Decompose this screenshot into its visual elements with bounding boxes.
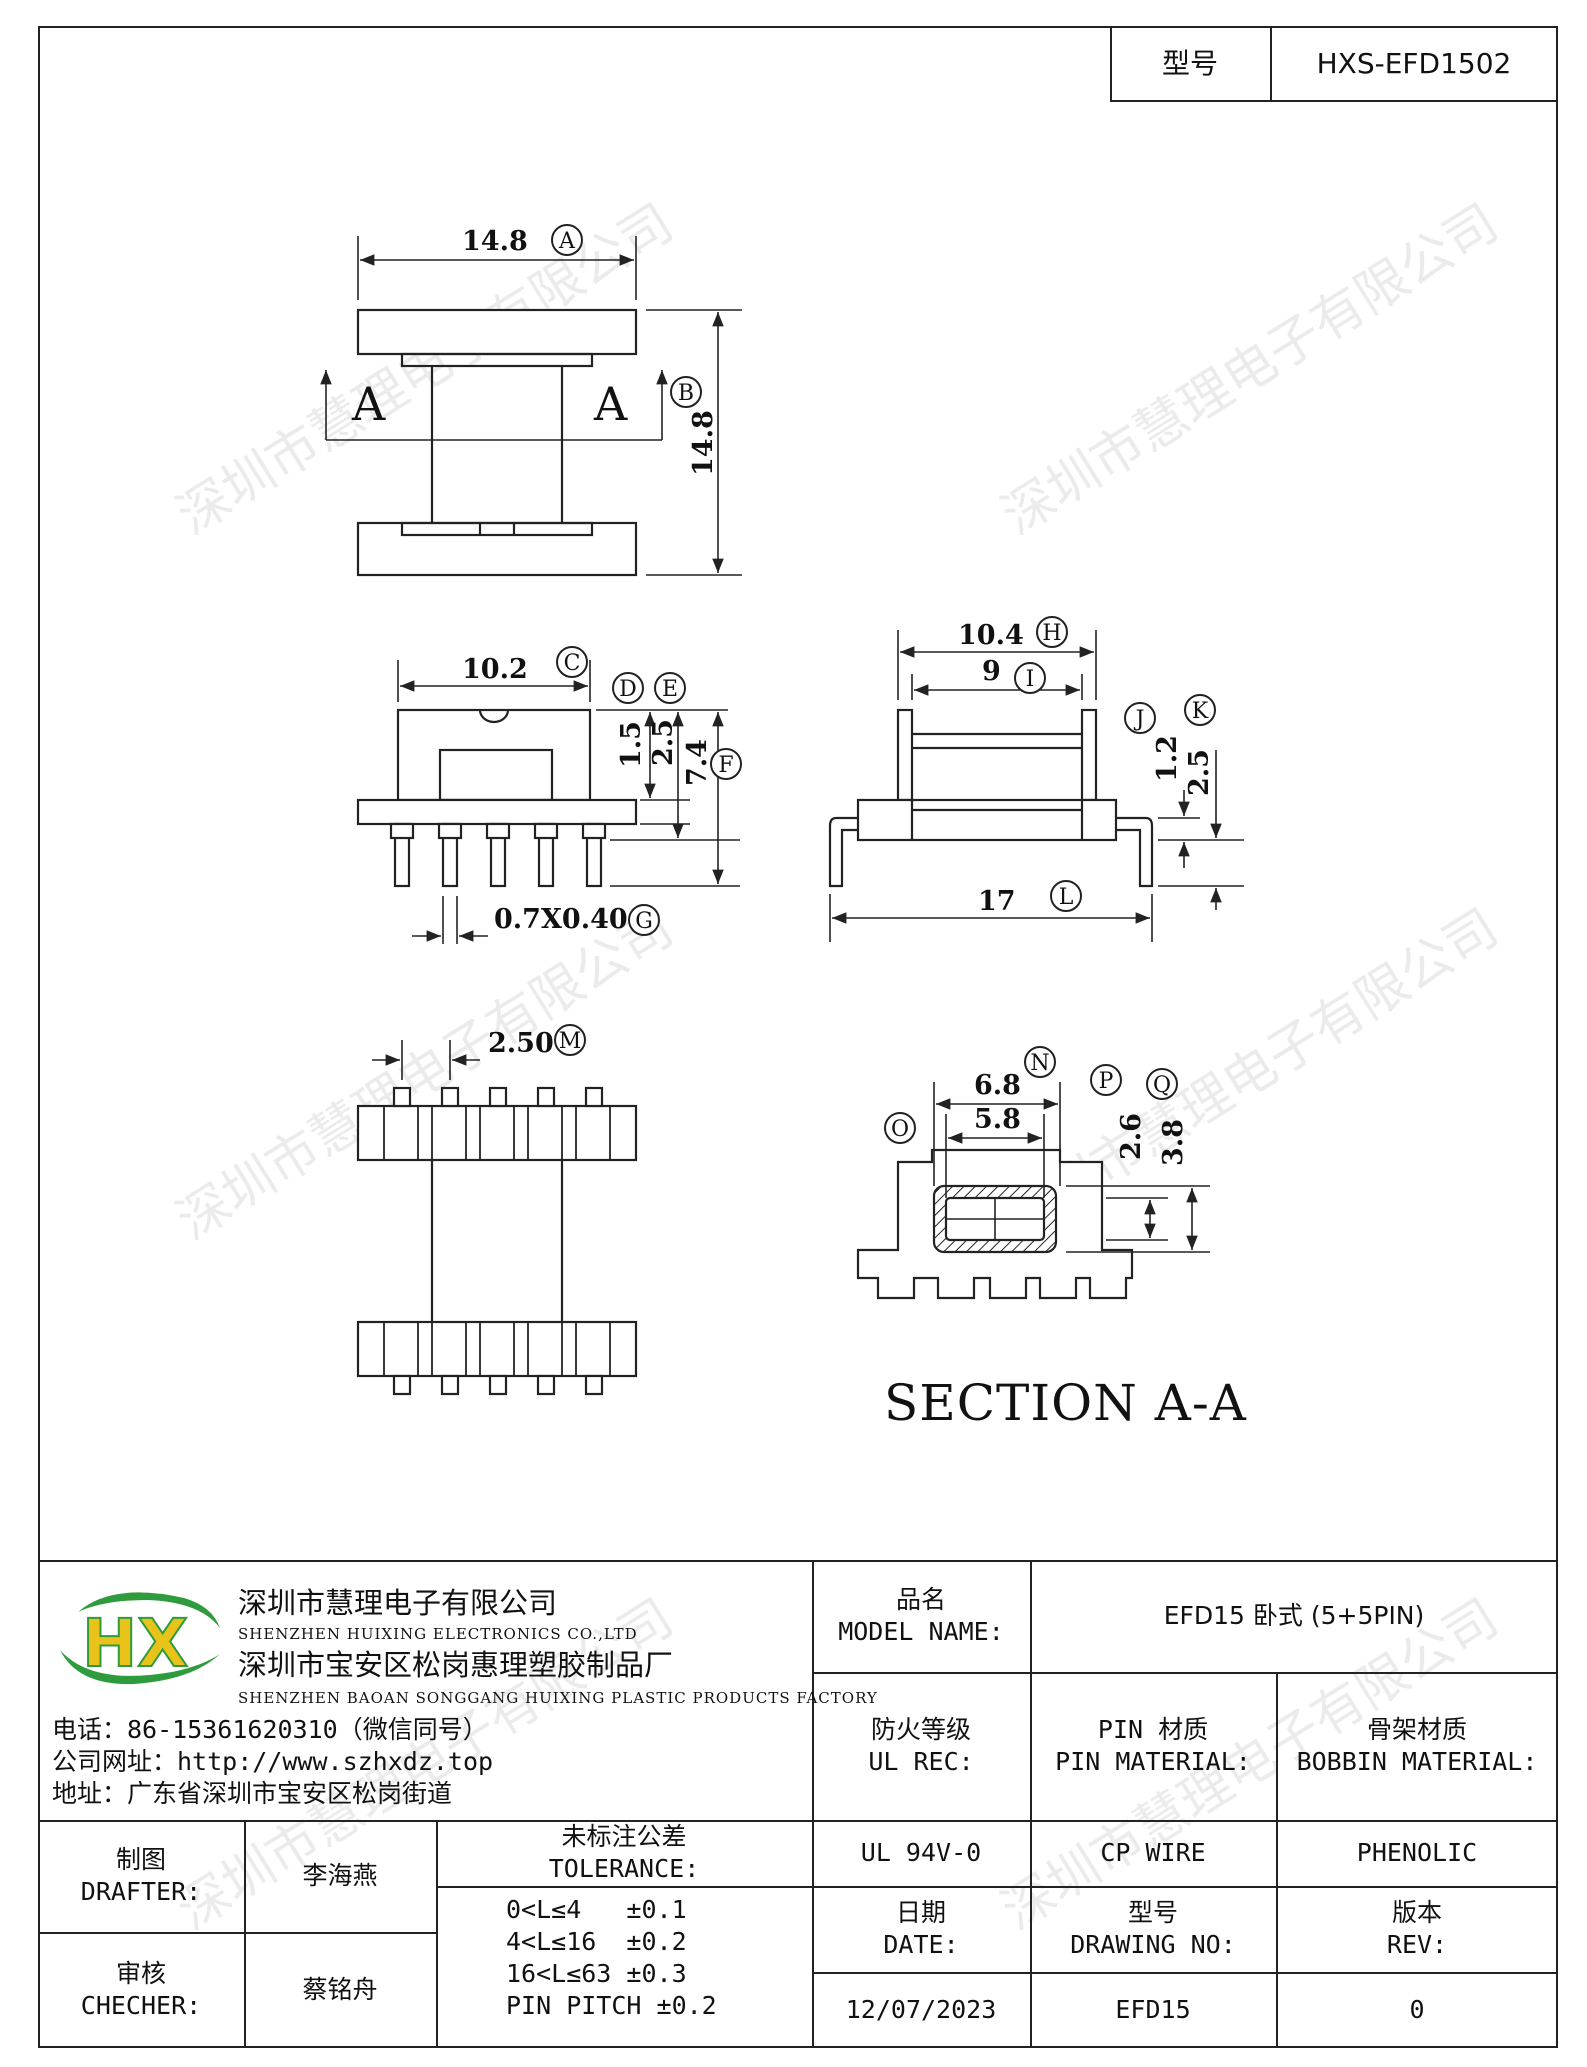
rev-label: 版本 REV:	[1386, 1898, 1448, 1959]
svg-text:G: G	[635, 909, 653, 934]
svg-text:P: P	[1099, 1069, 1114, 1094]
svg-text:L: L	[1059, 885, 1074, 910]
dim-i: 9	[982, 656, 1001, 687]
bottom-view	[356, 1040, 638, 1396]
company-website: 公司网址：http://www.szhxdz.top	[52, 1747, 494, 1776]
marker-c: C	[556, 646, 588, 678]
tolerance-line: 16<L≤63 ±0.3	[506, 1959, 687, 1988]
factory-name-en: SHENZHEN BAOAN SONGGANG HUIXING PLASTIC …	[238, 1689, 878, 1707]
dim-q: 3.8	[1158, 1119, 1189, 1166]
company-name-cn: 深圳市慧理电子有限公司	[238, 1586, 558, 1620]
tolerance-table: 0<L≤4 ±0.1 4<L≤16 ±0.2 16<L≤63 ±0.3 PIN …	[506, 1894, 806, 2044]
checker-label: 审核 CHECHER:	[80, 1959, 202, 2020]
marker-l: L	[1050, 880, 1082, 912]
drafter-name: 李海燕	[302, 1861, 378, 1890]
dim-n2: 5.8	[974, 1104, 1021, 1135]
marker-d: D	[612, 672, 644, 704]
ul-rec-value: UL 94V-0	[860, 1838, 982, 1867]
svg-text:M: M	[559, 1029, 582, 1054]
drawing-no-label: 型号 DRAWING NO:	[1070, 1898, 1236, 1959]
marker-f: F	[710, 748, 742, 780]
front-view	[356, 660, 740, 944]
dim-k: 2.5	[1184, 749, 1215, 796]
drafter-label: 制图 DRAFTER:	[80, 1845, 202, 1906]
svg-text:Q: Q	[1153, 1073, 1171, 1098]
pin-material-label: PIN 材质 PIN MATERIAL:	[1055, 1715, 1251, 1776]
svg-text:K: K	[1192, 699, 1209, 724]
section-view	[856, 1082, 1210, 1300]
marker-e: E	[654, 672, 686, 704]
bobbin-material-label: 骨架材质 BOBBIN MATERIAL:	[1296, 1715, 1538, 1776]
marker-h: H	[1036, 616, 1068, 648]
marker-b: B	[670, 376, 702, 408]
svg-text:B: B	[678, 381, 694, 406]
header-model-value: HXS-EFD1502	[1316, 47, 1512, 80]
dim-g: 0.7X0.40	[494, 904, 628, 935]
model-name-label: 品名 MODEL NAME:	[838, 1585, 1004, 1646]
svg-text:J: J	[1134, 707, 1145, 732]
tolerance-line: 0<L≤4 ±0.1	[506, 1895, 687, 1924]
svg-text:N: N	[1030, 1051, 1049, 1076]
company-address: 地址：广东省深圳市宝安区松岗街道	[52, 1779, 453, 1808]
date-value: 12/07/2023	[845, 1995, 997, 2024]
marker-p: P	[1090, 1064, 1122, 1096]
dim-m: 2.50	[488, 1028, 554, 1059]
company-logo: HX	[60, 1592, 220, 1685]
tolerance-label: 未标注公差 TOLERANCE:	[548, 1822, 700, 1883]
header-model-box	[1110, 26, 1558, 102]
drawing-no-value: EFD15	[1115, 1995, 1191, 2024]
marker-i: I	[1014, 662, 1046, 694]
tolerance-line: PIN PITCH ±0.2	[506, 1991, 717, 2020]
drawing-frame	[38, 26, 1558, 2048]
dim-a: 14.8	[462, 226, 528, 257]
marker-a: A	[551, 224, 583, 256]
model-name-value: EFD15 卧式 (5+5PIN)	[1163, 1601, 1425, 1630]
header-model-label: 型号	[1161, 47, 1218, 80]
dim-b: 14.8	[688, 410, 719, 476]
company-block: HX 深圳市慧理电子有限公司 SHENZHEN HUIXING ELECTRON…	[38, 1560, 877, 1820]
company-phone: 电话：86-15361620310（微信同号）	[52, 1715, 488, 1744]
tolerance-line: 4<L≤16 ±0.2	[506, 1927, 687, 1956]
rev-value: 0	[1409, 1995, 1425, 2024]
dim-h: 10.4	[958, 620, 1024, 651]
marker-n: N	[1024, 1046, 1056, 1078]
marker-o: O	[884, 1112, 916, 1144]
dim-p: 2.6	[1116, 1113, 1147, 1160]
dim-c: 10.2	[462, 654, 528, 685]
ul-rec-label: 防火等级 UL REC:	[868, 1715, 974, 1776]
dim-l: 17	[978, 886, 1016, 917]
factory-name-cn: 深圳市宝安区松岗惠理塑胶制品厂	[238, 1648, 674, 1682]
svg-text:A: A	[558, 229, 576, 254]
dim-d: 1.5	[616, 721, 647, 768]
top-view	[320, 236, 742, 577]
svg-text:HX: HX	[82, 1605, 188, 1682]
dim-n: 6.8	[974, 1070, 1021, 1101]
technical-drawing: 14.8 14.8 10.2 1.5 2.5 7.4 0.7X0.40 10.4…	[320, 224, 1247, 1432]
date-label: 日期 DATE:	[883, 1898, 959, 1959]
svg-text:E: E	[662, 677, 678, 702]
svg-text:H: H	[1042, 621, 1061, 646]
svg-text:I: I	[1026, 667, 1035, 692]
dim-f: 7.4	[682, 739, 713, 786]
dim-e: 2.5	[648, 719, 679, 766]
marker-g: G	[628, 904, 660, 936]
marker-q: Q	[1146, 1068, 1178, 1100]
section-arrow-label: A	[593, 377, 628, 431]
bobbin-material-value: PHENOLIC	[1356, 1838, 1478, 1867]
svg-text:F: F	[718, 753, 733, 778]
svg-text:O: O	[891, 1117, 909, 1142]
checker-name: 蔡铭舟	[302, 1975, 378, 2004]
pin-row-front	[389, 822, 607, 888]
section-title: SECTION A-A	[884, 1374, 1247, 1432]
pin-material-value: CP WIRE	[1100, 1838, 1206, 1867]
company-name-en: SHENZHEN HUIXING ELECTRONICS CO.,LTD	[238, 1625, 638, 1643]
section-arrow-label: A	[351, 377, 386, 431]
svg-text:C: C	[564, 651, 581, 676]
dim-j: 1.2	[1152, 735, 1183, 782]
svg-text:D: D	[619, 677, 637, 702]
marker-k: K	[1184, 694, 1216, 726]
marker-j: J	[1124, 702, 1156, 734]
marker-m: M	[554, 1024, 586, 1056]
side-view	[828, 630, 1244, 942]
